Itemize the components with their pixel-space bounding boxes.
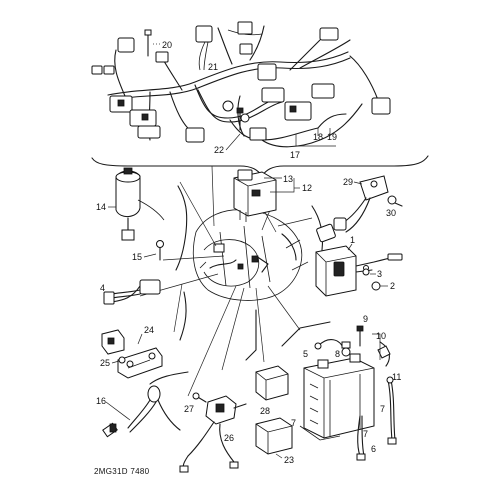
wire-harness <box>91 21 391 148</box>
callout-21: 21 <box>208 62 218 72</box>
section-curve-lower-left <box>149 371 189 385</box>
callout-16: 16 <box>96 396 106 406</box>
callout-7-b: 7 <box>291 418 296 428</box>
callout-8: 8 <box>335 349 340 359</box>
callout-18: 18 <box>313 132 323 142</box>
unit-23 <box>255 417 293 455</box>
callout-24: 24 <box>144 325 154 335</box>
bolt-2 <box>371 281 381 291</box>
starter-relay-1 <box>315 245 403 297</box>
terminal-8 <box>341 341 351 357</box>
battery-7 <box>299 353 375 441</box>
sensor-29 <box>316 175 389 243</box>
fuse-holder-16 <box>102 385 181 438</box>
screw-25 <box>118 356 126 364</box>
connector-4 <box>103 279 161 305</box>
callout-26: 26 <box>224 433 234 443</box>
screw-27 <box>192 392 207 403</box>
section-curve-left <box>175 185 188 271</box>
cover-10 <box>377 341 391 367</box>
section-curve-left-lower <box>179 291 187 341</box>
callout-17: 17 <box>290 150 300 160</box>
callout-30: 30 <box>386 208 396 218</box>
callout-10: 10 <box>376 331 386 341</box>
callout-1: 1 <box>350 235 355 245</box>
callout-6: 6 <box>371 444 376 454</box>
bolt-9 <box>356 325 364 347</box>
callout-27: 27 <box>184 404 194 414</box>
frame-center-view <box>192 209 303 301</box>
washer-3 <box>362 268 370 276</box>
callout-7-c: 7 <box>363 429 368 439</box>
bolt-30 <box>387 195 403 207</box>
callout-25: 25 <box>100 358 110 368</box>
section-curve-battery <box>281 321 331 347</box>
switch-26 <box>179 395 247 473</box>
callout-19: 19 <box>327 132 337 142</box>
callout-11: 11 <box>392 372 401 382</box>
relay-24 <box>101 329 163 379</box>
callout-28: 28 <box>260 406 270 416</box>
callout-9: 9 <box>363 314 368 324</box>
cable-11 <box>386 376 397 445</box>
drawing-code: 2MG31D 7480 <box>94 467 150 476</box>
section-curve-right <box>311 205 324 251</box>
callout-3: 3 <box>377 269 382 279</box>
cable-6 <box>356 415 366 461</box>
callout-5: 5 <box>303 349 308 359</box>
bolt-15 <box>156 240 164 261</box>
flasher-28 <box>255 365 289 401</box>
callout-22: 22 <box>214 145 224 155</box>
radial-leaders <box>139 165 313 397</box>
callout-20: 20 <box>162 40 172 50</box>
callout-15: 15 <box>132 252 142 262</box>
callout-2: 2 <box>390 281 395 291</box>
section-curve-bottom <box>245 309 257 361</box>
switch-14 <box>115 167 165 241</box>
callout-29: 29 <box>343 177 353 187</box>
callout-14: 14 <box>96 202 106 212</box>
callout-12: 12 <box>302 183 312 193</box>
relay-12 <box>233 169 277 222</box>
callout-23: 23 <box>284 455 294 465</box>
callout-7: 7 <box>380 404 385 414</box>
callout-13: 13 <box>283 174 293 184</box>
callout-4: 4 <box>100 283 105 293</box>
